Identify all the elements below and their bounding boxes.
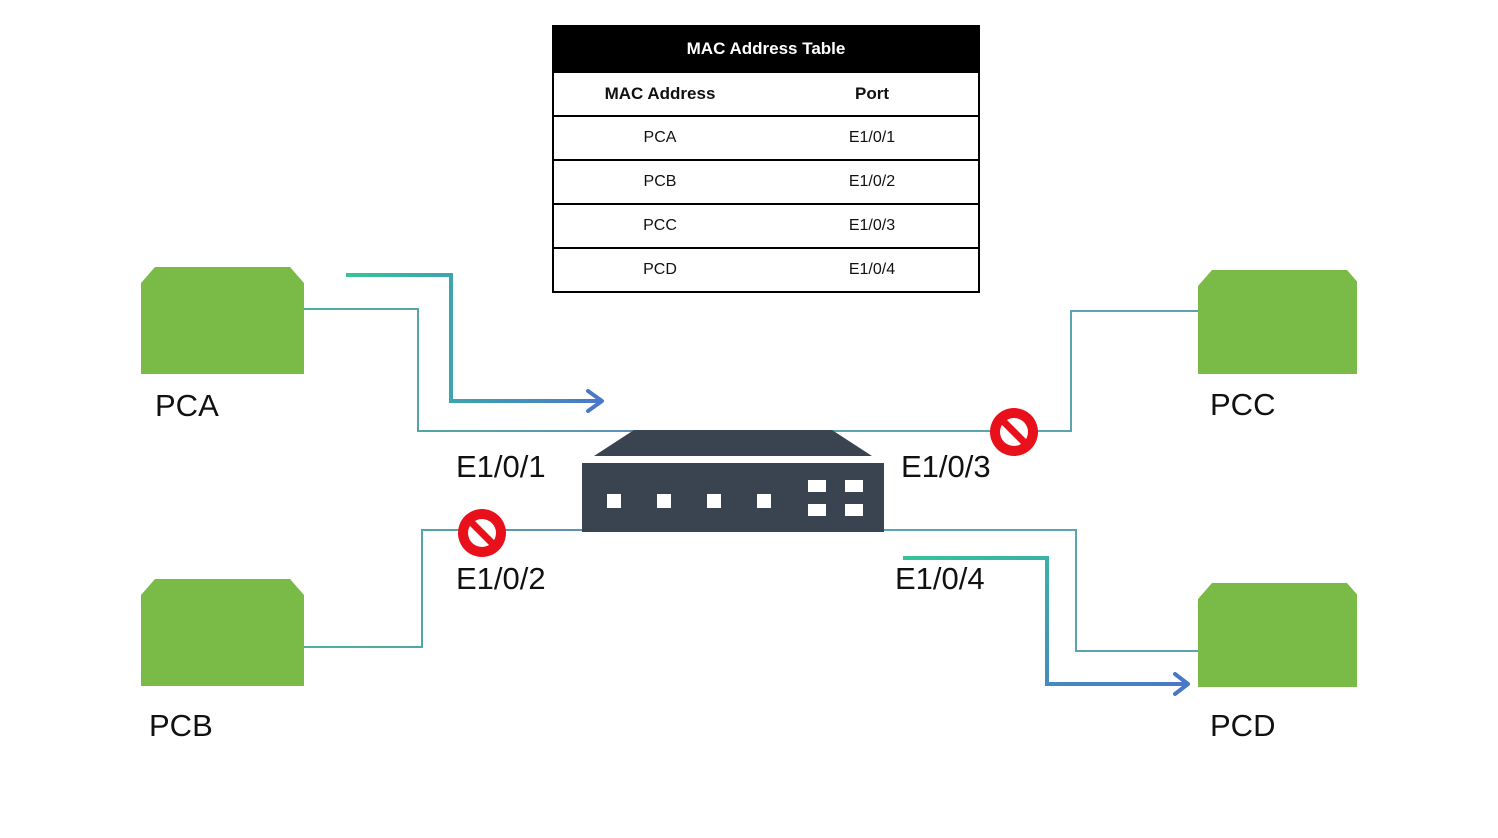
- table-row: PCD E1/0/4: [554, 247, 978, 291]
- network-switch-icon: [582, 430, 884, 532]
- mac-cell: PCC: [643, 217, 677, 234]
- host-label-pcd: PCD: [1210, 708, 1276, 743]
- host-pca-icon: [141, 267, 304, 374]
- arrowhead-icon: [1173, 672, 1190, 696]
- port-cell: E1/0/3: [848, 217, 896, 234]
- table-row: PCA E1/0/1: [554, 115, 978, 159]
- no-entry-icon: [990, 408, 1038, 456]
- link-pcd-switch: [884, 529, 1198, 652]
- traffic-arrow-to-pcd: [903, 556, 1186, 686]
- port-cell: E1/0/4: [848, 261, 896, 278]
- port-label-e1-0-1: E1/0/1: [456, 449, 546, 484]
- column-header-port: Port: [855, 84, 889, 103]
- port-label-e1-0-2: E1/0/2: [456, 561, 546, 596]
- port-label-e1-0-4: E1/0/4: [895, 561, 985, 596]
- mac-cell: PCA: [643, 129, 677, 146]
- host-pcc-icon: [1198, 270, 1357, 374]
- mac-address-table: MAC Address Table MAC Address Port PCA E…: [552, 25, 980, 293]
- link-pcc-switch: [832, 310, 1198, 432]
- mac-cell: PCD: [643, 261, 677, 278]
- port-cell: E1/0/1: [848, 129, 896, 146]
- host-label-pcc: PCC: [1210, 387, 1276, 422]
- host-label-pca: PCA: [155, 388, 219, 423]
- port-cell: E1/0/2: [848, 173, 896, 190]
- link-pca-switch: [282, 308, 640, 432]
- table-row: PCC E1/0/3: [554, 203, 978, 247]
- table-header-row: MAC Address Port: [554, 71, 978, 115]
- arrowhead-icon: [586, 389, 604, 413]
- traffic-arrow-from-pca: [346, 273, 600, 403]
- column-header-mac: MAC Address: [604, 84, 716, 103]
- port-label-e1-0-3: E1/0/3: [901, 449, 991, 484]
- table-title: MAC Address Table: [554, 27, 978, 71]
- table-row: PCB E1/0/2: [554, 159, 978, 203]
- host-pcb-icon: [141, 579, 304, 686]
- no-entry-icon: [458, 509, 506, 557]
- host-label-pcb: PCB: [149, 708, 213, 743]
- host-pcd-icon: [1198, 583, 1357, 687]
- mac-cell: PCB: [643, 173, 677, 190]
